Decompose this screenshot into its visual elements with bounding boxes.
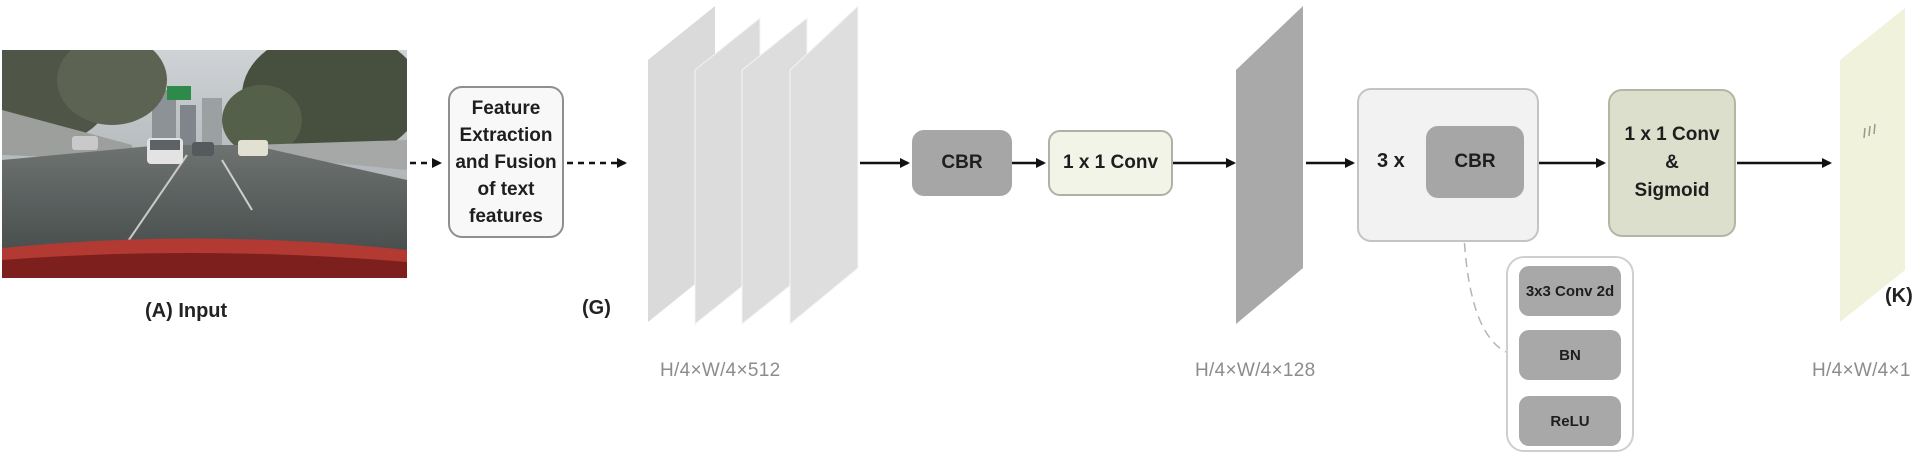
relu-block: ReLU [1519, 396, 1621, 446]
g-label: (G) [582, 297, 611, 319]
final-line-1: 1 x 1 Conv [1624, 124, 1720, 145]
conv2d-3x3-block: 3x3 Conv 2d [1519, 266, 1621, 316]
conv-1x1-block: 1 x 1 Conv [1048, 130, 1173, 196]
final-line-2: & [1665, 152, 1679, 173]
output-plane [1840, 8, 1905, 322]
conv-sigmoid-block: 1 x 1 Conv & Sigmoid [1608, 89, 1736, 237]
bn-block: BN [1519, 330, 1621, 380]
input-label: (A) Input [145, 300, 228, 322]
repeat-label: 3 x [1377, 150, 1405, 172]
feature-line-5: features [469, 205, 543, 227]
input-image [2, 50, 407, 278]
feature-map-planes-512 [648, 4, 859, 326]
feature-line-4: of text [477, 178, 535, 200]
dim-512-label: H/4×W/4×512 [660, 360, 781, 381]
feature-line-3: and Fusion [455, 151, 557, 173]
feature-line-1: Feature [471, 97, 541, 119]
feature-plane-128 [1236, 6, 1303, 324]
inner-cbr-block: CBR [1426, 126, 1524, 198]
dim-1-label: H/4×W/4×1 [1812, 360, 1911, 381]
feature-plane-4 [789, 4, 859, 326]
dim-128-label: H/4×W/4×128 [1195, 360, 1316, 381]
output-plane-marks [1863, 123, 1876, 139]
cbr-detail-connector [1462, 197, 1507, 353]
cbr-block: CBR [912, 130, 1012, 196]
feature-extraction-box: Feature Extraction and Fusion of text fe… [448, 86, 564, 238]
k-label: (K) [1885, 285, 1913, 307]
feature-line-2: Extraction [459, 124, 553, 146]
final-line-3: Sigmoid [1634, 180, 1710, 201]
